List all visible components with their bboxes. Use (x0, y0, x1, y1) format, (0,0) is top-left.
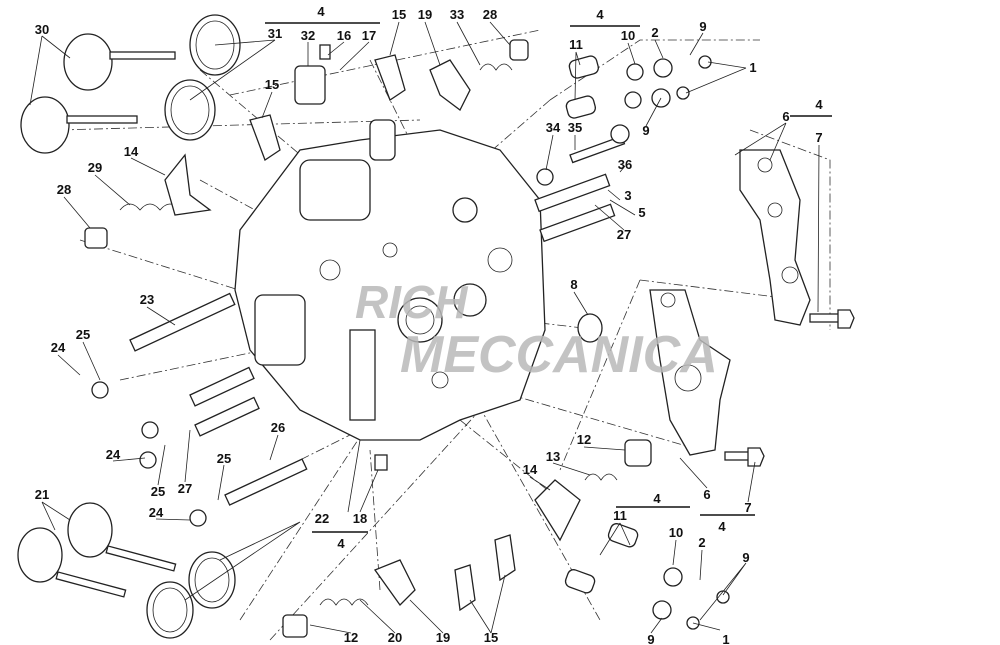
callout-15: 15 (484, 630, 498, 645)
callout-12: 12 (577, 432, 591, 447)
callout-19: 19 (436, 630, 450, 645)
group-bars (265, 22, 832, 533)
callout-25: 25 (76, 327, 90, 342)
cylinder-head (234, 119, 546, 441)
callout-16: 16 (337, 28, 351, 43)
callout-22: 22 (315, 511, 329, 526)
callout-23: 23 (140, 292, 154, 307)
callout-9: 9 (742, 550, 749, 565)
callout-2: 2 (651, 25, 658, 40)
callout-20: 20 (388, 630, 402, 645)
callout-6: 6 (782, 109, 789, 124)
callout-14: 14 (124, 144, 139, 159)
callout-10: 10 (621, 28, 635, 43)
watermark: RICH MECCANICA (355, 276, 718, 384)
callout-30: 30 (35, 22, 49, 37)
callout-33: 33 (450, 7, 464, 22)
callout-27: 27 (617, 227, 631, 242)
callout-4: 4 (815, 97, 823, 112)
callout-29: 29 (88, 160, 102, 175)
leader-lines (29, 21, 820, 634)
callout-26: 26 (271, 420, 285, 435)
callout-17: 17 (362, 28, 376, 43)
callout-4: 4 (317, 4, 325, 19)
callout-labels: 30 31 4 32 16 17 15 19 33 28 4 11 10 2 9… (35, 4, 824, 645)
callout-18: 18 (353, 511, 367, 526)
callout-8: 8 (570, 277, 577, 292)
callout-36: 36 (618, 157, 632, 172)
shafts (129, 124, 855, 506)
callout-7: 7 (744, 500, 751, 515)
callout-25: 25 (151, 484, 165, 499)
callout-11: 11 (569, 37, 583, 52)
callout-15: 15 (392, 7, 406, 22)
callout-10: 10 (669, 525, 683, 540)
callout-13: 13 (546, 449, 560, 464)
camshaft-supports (649, 149, 811, 456)
callout-24: 24 (51, 340, 66, 355)
callout-27: 27 (178, 481, 192, 496)
callout-24: 24 (106, 447, 121, 462)
callout-9: 9 (647, 632, 654, 645)
callout-21: 21 (35, 487, 49, 502)
callout-4: 4 (653, 491, 661, 506)
callout-14: 14 (523, 462, 538, 477)
callout-28: 28 (483, 7, 497, 22)
callout-3: 3 (624, 188, 631, 203)
callout-19: 19 (418, 7, 432, 22)
callout-6: 6 (703, 487, 710, 502)
callout-5: 5 (638, 205, 645, 220)
callout-34: 34 (546, 120, 561, 135)
seals (146, 14, 603, 639)
callout-12: 12 (344, 630, 358, 645)
valves (17, 33, 177, 598)
callout-25: 25 (217, 451, 231, 466)
callout-7: 7 (815, 130, 822, 145)
callout-2: 2 (698, 535, 705, 550)
callout-1: 1 (722, 632, 729, 645)
callout-1: 1 (749, 60, 756, 75)
callout-9: 9 (699, 19, 706, 34)
callout-11: 11 (613, 508, 627, 523)
callout-4: 4 (718, 519, 726, 534)
callout-4: 4 (337, 536, 345, 551)
small-parts (84, 39, 730, 638)
callout-24: 24 (149, 505, 164, 520)
watermark-line2: MECCANICA (400, 326, 718, 384)
callout-15: 15 (265, 77, 279, 92)
callout-32: 32 (301, 28, 315, 43)
callout-4: 4 (596, 7, 604, 22)
callout-35: 35 (568, 120, 582, 135)
watermark-line1: RICH (355, 276, 468, 328)
callout-31: 31 (268, 26, 282, 41)
callout-28: 28 (57, 182, 71, 197)
callout-9: 9 (642, 123, 649, 138)
